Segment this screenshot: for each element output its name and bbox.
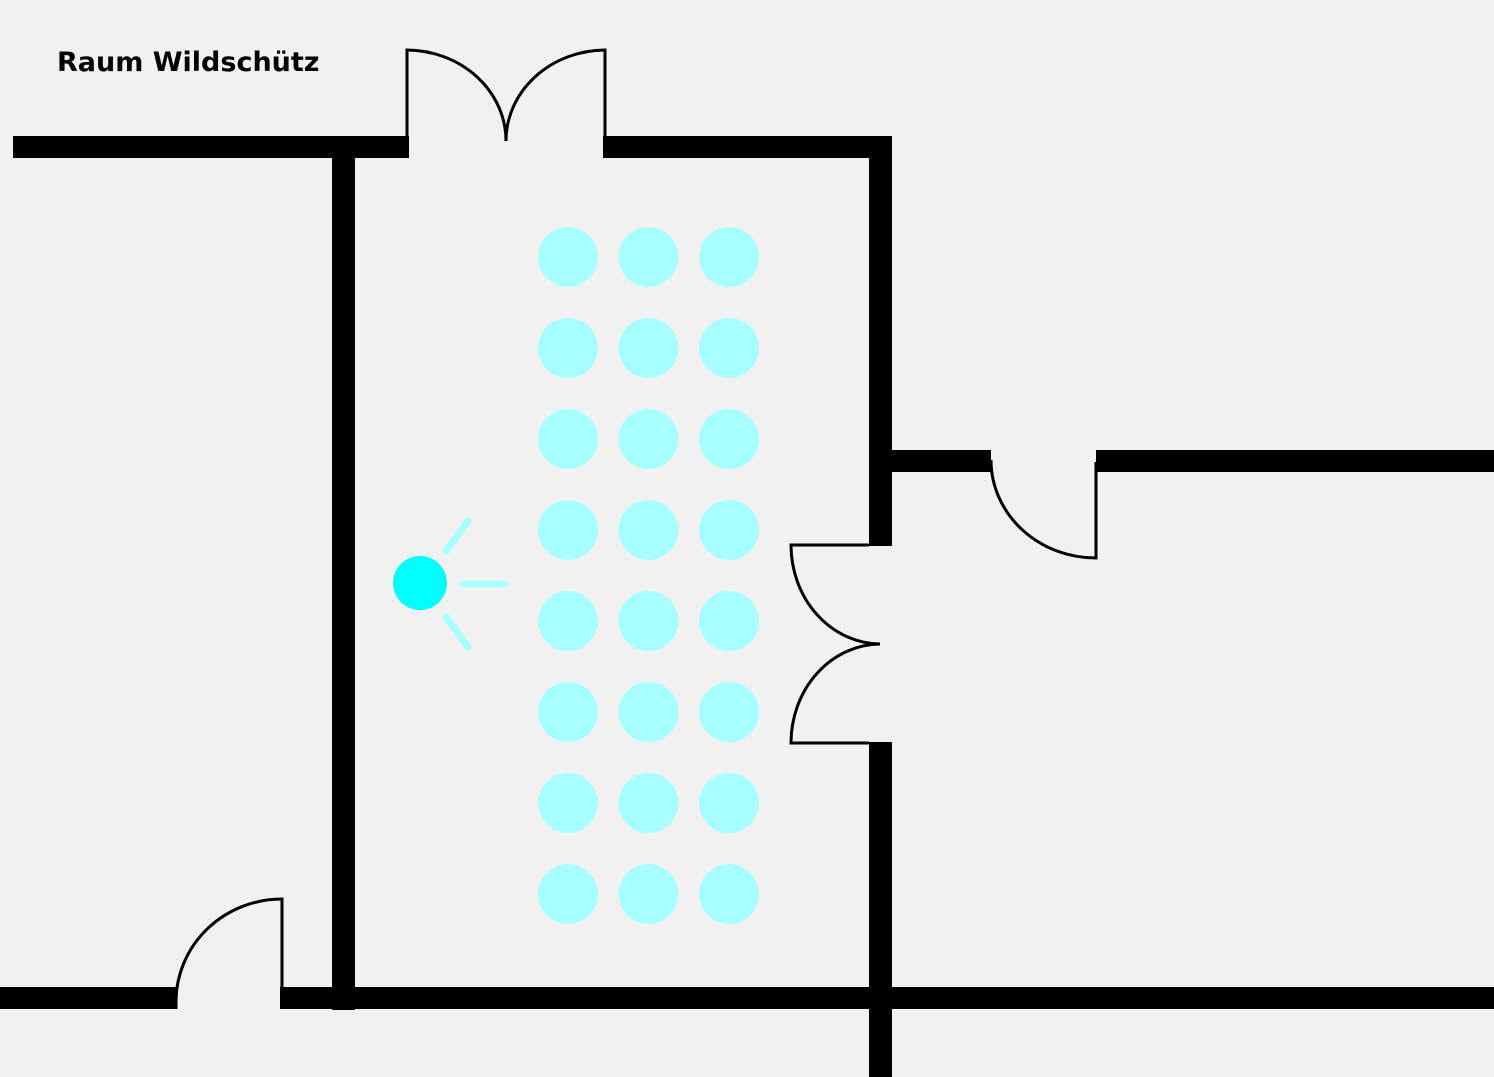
presenter-ray-lower bbox=[442, 613, 472, 651]
seat-icon bbox=[618, 773, 679, 833]
wall-top-left bbox=[13, 136, 409, 158]
walls bbox=[0, 136, 1494, 1077]
door-bottom-left bbox=[174, 897, 284, 1009]
seat-icon bbox=[699, 227, 759, 287]
seat-icon bbox=[538, 682, 598, 742]
seat-icon bbox=[699, 682, 759, 742]
seat-icon bbox=[538, 409, 598, 469]
presenter-icon bbox=[393, 556, 447, 610]
wall-top-right bbox=[603, 136, 892, 158]
door-room-right-double bbox=[789, 543, 881, 745]
seat-icon bbox=[538, 318, 598, 378]
doors bbox=[174, 48, 1098, 1009]
wall-room-right-upper bbox=[869, 136, 892, 546]
room-title: Raum Wildschütz bbox=[57, 47, 320, 78]
seat-icon bbox=[618, 409, 679, 469]
wall-room-left bbox=[332, 147, 355, 1010]
presenter-rays bbox=[442, 517, 509, 651]
seating-grid bbox=[538, 227, 759, 924]
seat-icon bbox=[618, 500, 679, 560]
seat-icon bbox=[538, 864, 598, 924]
door-east-corridor bbox=[989, 459, 1098, 560]
seat-icon bbox=[538, 773, 598, 833]
wall-room-right-lower bbox=[869, 742, 892, 1077]
seat-icon bbox=[618, 318, 679, 378]
seat-icon bbox=[699, 500, 759, 560]
seat-icon bbox=[618, 591, 679, 651]
presenter-ray-upper bbox=[442, 517, 472, 555]
seat-icon bbox=[618, 682, 679, 742]
seat-icon bbox=[538, 500, 598, 560]
seat-icon bbox=[538, 227, 598, 287]
seat-icon bbox=[699, 864, 759, 924]
seat-icon bbox=[538, 591, 598, 651]
wall-bottom-left bbox=[0, 987, 176, 1009]
seat-icon bbox=[618, 227, 679, 287]
seat-icon bbox=[618, 864, 679, 924]
presenter bbox=[393, 517, 509, 651]
seat-icon bbox=[699, 773, 759, 833]
wall-east-corridor-right bbox=[1096, 450, 1494, 472]
seat-icon bbox=[699, 318, 759, 378]
wall-bottom-right bbox=[280, 987, 1494, 1009]
seat-icon bbox=[699, 591, 759, 651]
seat-icon bbox=[699, 409, 759, 469]
door-top-double bbox=[405, 48, 607, 158]
wall-east-corridor-left bbox=[869, 450, 991, 472]
